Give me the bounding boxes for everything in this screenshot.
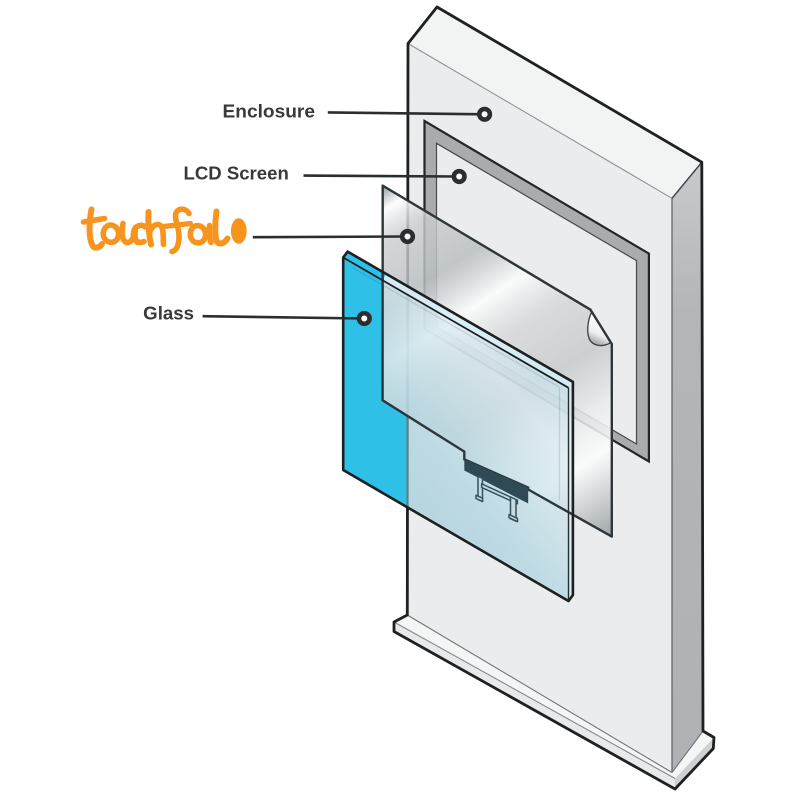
- svg-text:Glass: Glass: [143, 303, 194, 324]
- svg-text:LCD Screen: LCD Screen: [184, 163, 289, 184]
- svg-text:Enclosure: Enclosure: [223, 101, 316, 122]
